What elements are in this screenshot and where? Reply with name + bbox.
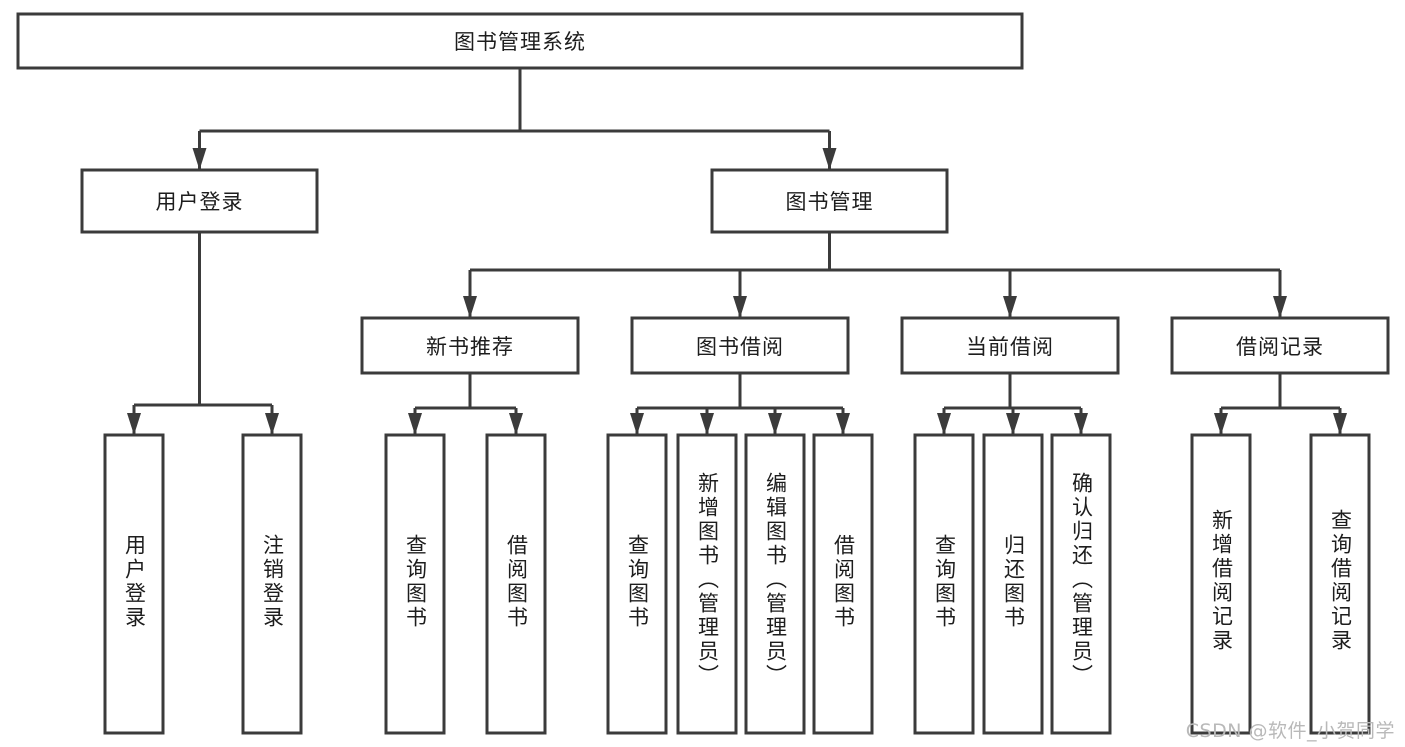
node-box-leaf-query-book-1[interactable]	[384, 433, 446, 735]
arrow-head-icon	[1006, 413, 1020, 435]
node-box-leaf-edit-book[interactable]	[744, 433, 806, 735]
node-box-layer	[16, 12, 1390, 735]
arrow-head-icon	[1214, 413, 1228, 435]
arrow-head-icon	[733, 296, 747, 318]
node-box-leaf-user-login[interactable]	[103, 433, 165, 735]
node-box-book-borrow[interactable]	[630, 316, 850, 375]
node-box-leaf-query-record[interactable]	[1309, 433, 1371, 735]
node-box-leaf-return-book[interactable]	[982, 433, 1044, 735]
arrow-head-icon	[630, 413, 644, 435]
node-box-leaf-add-record[interactable]	[1190, 433, 1252, 735]
node-box-leaf-query-book-3[interactable]	[913, 433, 975, 735]
arrow-head-icon	[509, 413, 523, 435]
node-box-new-book-rec[interactable]	[360, 316, 580, 375]
arrow-head-icon	[408, 413, 422, 435]
arrow-head-icon	[768, 413, 782, 435]
node-box-root[interactable]	[16, 12, 1024, 70]
node-box-current-borrow[interactable]	[900, 316, 1120, 375]
node-box-book-manage[interactable]	[710, 168, 949, 234]
node-box-leaf-query-book-2[interactable]	[606, 433, 668, 735]
node-box-user-login[interactable]	[80, 168, 319, 234]
edge-layer	[127, 68, 1347, 435]
arrow-head-icon	[463, 296, 477, 318]
node-box-borrow-record[interactable]	[1170, 316, 1390, 375]
node-box-leaf-logout[interactable]	[241, 433, 303, 735]
arrow-head-icon	[1333, 413, 1347, 435]
node-box-leaf-borrow-book-1[interactable]	[485, 433, 547, 735]
node-box-leaf-confirm-return[interactable]	[1050, 433, 1112, 735]
arrow-head-icon	[1074, 413, 1088, 435]
arrow-head-icon	[127, 413, 141, 435]
arrow-head-icon	[1003, 296, 1017, 318]
arrow-head-icon	[1273, 296, 1287, 318]
arrow-head-icon	[265, 413, 279, 435]
arrow-head-icon	[937, 413, 951, 435]
node-box-leaf-add-book[interactable]	[676, 433, 738, 735]
arrow-head-icon	[700, 413, 714, 435]
watermark-text: CSDN @软件_小贺同学	[1185, 720, 1395, 742]
arrow-head-icon	[192, 148, 207, 170]
arrow-head-icon	[822, 148, 837, 170]
node-box-leaf-borrow-book-2[interactable]	[812, 433, 874, 735]
arrow-head-icon	[836, 413, 850, 435]
